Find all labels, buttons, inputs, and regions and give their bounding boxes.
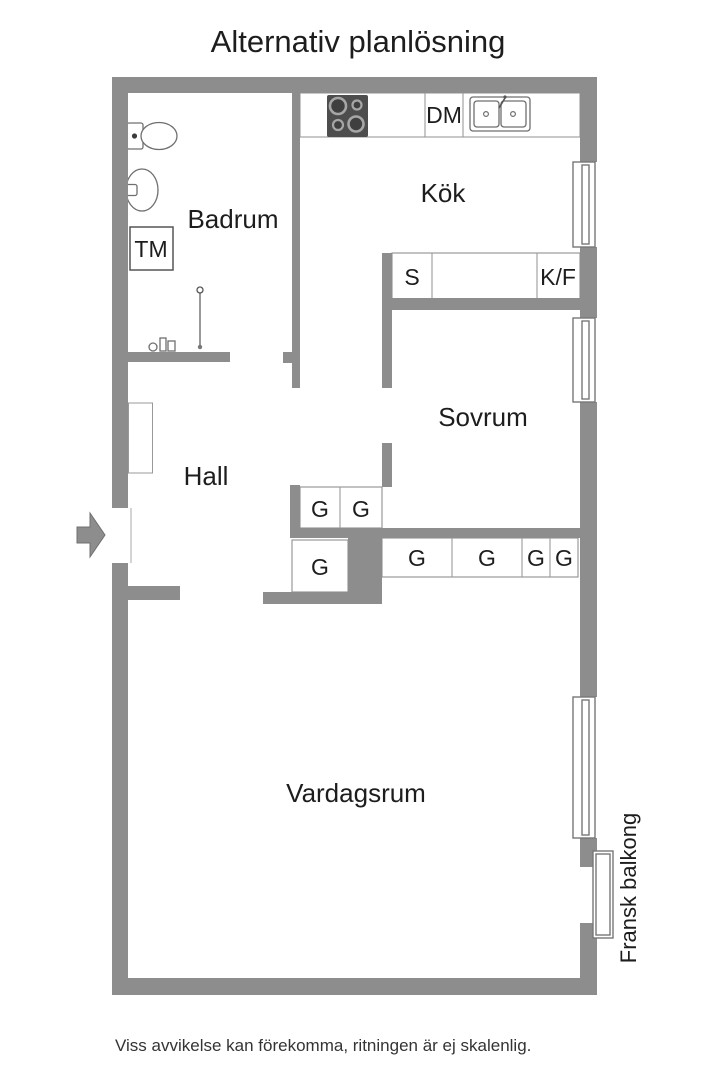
wardrobe-label: G	[408, 545, 426, 571]
kitchen-window	[572, 161, 596, 248]
wardrobe-label: G	[352, 496, 370, 522]
hall-cabinet	[128, 402, 153, 474]
page-title: Alternativ planlösning	[211, 24, 506, 59]
kitchen-sink-icon	[469, 95, 531, 132]
bedroom-window	[572, 317, 596, 403]
wardrobe-single: G	[291, 539, 349, 593]
wardrobe-label: G	[311, 496, 329, 522]
walls	[112, 77, 597, 995]
entrance-arrow-icon	[76, 511, 106, 559]
french-balcony-label: Fransk balkong	[616, 813, 641, 963]
wardrobe-pair: G G	[299, 486, 383, 529]
room-label-kok: Kök	[421, 178, 467, 208]
dishwasher-label: DM	[426, 102, 462, 128]
room-label-vardagsrum: Vardagsrum	[286, 778, 426, 808]
room-label-hall: Hall	[184, 461, 229, 491]
wardrobe-label: G	[311, 554, 329, 580]
washing-machine: TM	[129, 226, 174, 271]
washing-machine-label: TM	[134, 236, 167, 262]
french-balcony-door	[592, 850, 614, 939]
wardrobe-label: G	[555, 545, 573, 571]
pantry-label: S	[404, 264, 419, 290]
pantry-fridge-row: S K/F	[391, 252, 581, 301]
wardrobe-label: G	[478, 545, 496, 571]
wardrobe-row: G G G G	[381, 537, 579, 578]
bathroom-sink-icon	[123, 168, 159, 212]
stove-icon	[327, 95, 368, 137]
wardrobe-label: G	[527, 545, 545, 571]
disclaimer-text: Viss avvikelse kan förekomma, ritningen …	[115, 1036, 531, 1055]
shower-icon	[148, 286, 204, 352]
livingroom-window	[572, 696, 596, 839]
room-label-badrum: Badrum	[187, 204, 278, 234]
room-label-sovrum: Sovrum	[438, 402, 528, 432]
toilet-icon	[126, 121, 178, 151]
fridge-freezer-label: K/F	[540, 264, 576, 290]
